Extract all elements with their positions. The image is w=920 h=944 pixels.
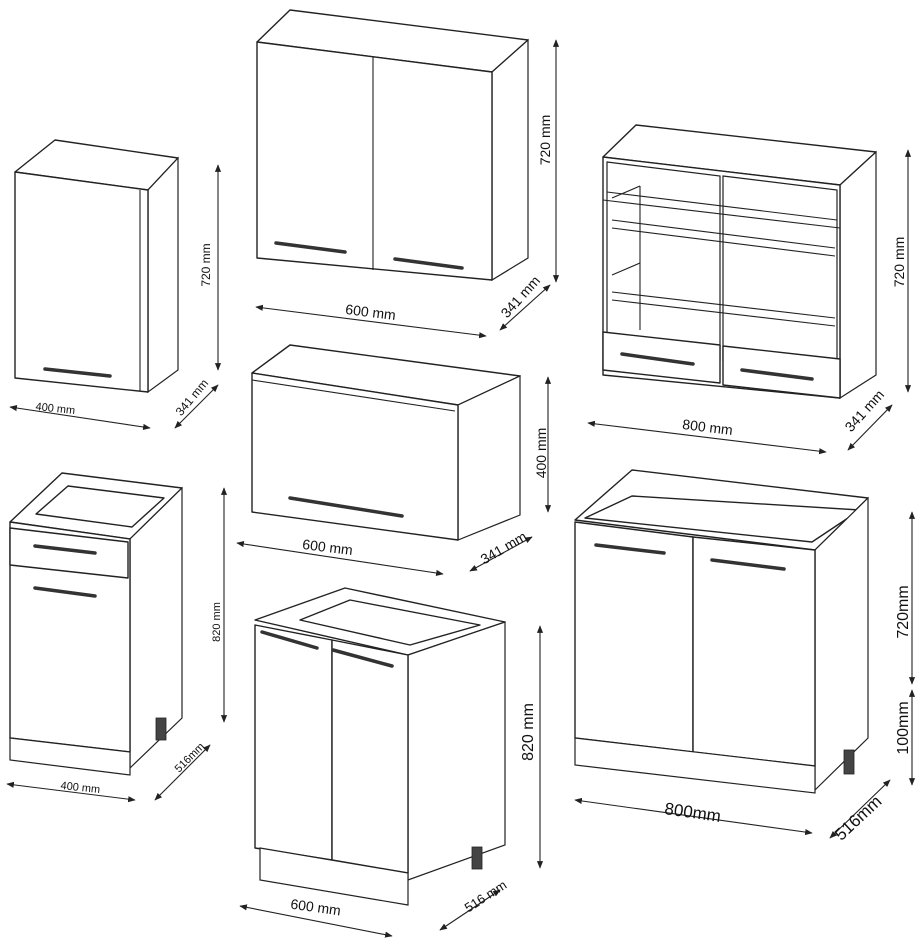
width-label: 800 mm (682, 416, 734, 438)
left-door-handle (274, 241, 347, 254)
left-glass-door (606, 161, 721, 361)
door-handle (43, 367, 112, 378)
depth-label: 341 mm (841, 387, 887, 435)
right-drawer-handle (740, 368, 814, 381)
left-drawer-handle (620, 352, 695, 366)
width-label: 800mm (663, 799, 722, 826)
right-door (331, 639, 409, 874)
right-door (692, 536, 816, 767)
height-label: 820 mm (520, 703, 537, 761)
open-top (35, 485, 165, 528)
height-label: 720 mm (199, 243, 213, 286)
right-door-handle (710, 558, 786, 571)
depth-label: 341 mm (478, 528, 530, 567)
right-door-handle (331, 648, 394, 668)
right-drawer (722, 345, 841, 399)
height-label: 820 mm (211, 602, 223, 642)
flap-wall-cabinet-600 (236, 344, 552, 577)
height-label: 720 mm (891, 237, 907, 288)
height-label: 400 mm (533, 428, 549, 479)
open-top (299, 599, 481, 646)
plinth-height-label: 100mm (895, 701, 912, 754)
width-label: 400 mm (60, 780, 101, 796)
width-label: 600 mm (290, 896, 342, 919)
wall-cabinet-600 (255, 9, 560, 339)
height-label: 720 mm (537, 115, 553, 166)
top-drawer (9, 527, 129, 579)
drawer-handle (33, 544, 97, 555)
drawer-base-cabinet-400 (6, 472, 228, 803)
door-handle (33, 586, 97, 598)
right-glass-door (722, 175, 838, 373)
right-door-handle (393, 257, 464, 270)
sink-base-cabinet-800 (574, 469, 916, 839)
width-label: 600 mm (302, 536, 354, 558)
width-label: 400 mm (35, 401, 76, 417)
left-door-handle (260, 630, 319, 650)
flap-handle (288, 496, 404, 518)
depth-label: 516 mm (462, 877, 510, 915)
left-door (254, 624, 333, 861)
height-label: 720mm (895, 585, 912, 638)
depth-label: 516mm (173, 741, 207, 775)
left-door (574, 521, 694, 753)
base-cabinet-600 (239, 587, 544, 938)
glass-wall-cabinet-800 (587, 124, 912, 455)
left-drawer (602, 331, 721, 384)
wall-cabinet-400 (9, 139, 222, 431)
depth-label: 516mm (831, 792, 885, 845)
width-label: 600 mm (345, 301, 397, 323)
left-door-handle (594, 543, 666, 555)
